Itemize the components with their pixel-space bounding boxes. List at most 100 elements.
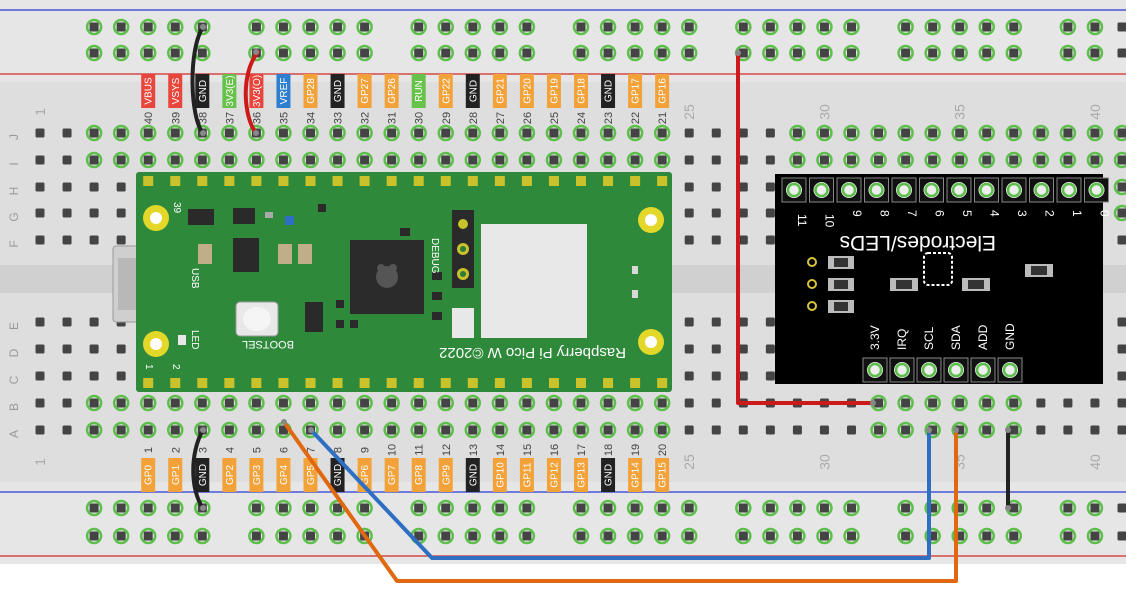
- breadboard-hole: [468, 155, 478, 165]
- breadboard-hole: [901, 155, 911, 165]
- pin-number: 18: [603, 444, 615, 456]
- wifi-module: [481, 224, 587, 338]
- module-header-pin: IRQ: [889, 329, 915, 383]
- breadboard-hole: [684, 182, 694, 192]
- rail-hole: [333, 531, 343, 541]
- pico-pin-label-top: 3V3(E)37: [222, 74, 237, 124]
- breadboard-hole: [765, 128, 775, 138]
- hole-connection-ring: [897, 394, 914, 412]
- pin-number: 31: [387, 112, 399, 124]
- hole-connection-ring: [437, 527, 454, 545]
- rail-hole: [251, 503, 261, 513]
- pin-function-label: GP10: [495, 462, 506, 488]
- rail-hole: [603, 48, 613, 58]
- electrode-number: 5: [960, 210, 974, 217]
- hole-connection-ring: [897, 499, 914, 517]
- hole-connection-ring: [1059, 124, 1077, 142]
- rail-hole: [143, 48, 153, 58]
- breadboard-hole: [495, 155, 505, 165]
- breadboard-hole: [1117, 425, 1126, 435]
- hole-connection-ring: [464, 527, 482, 545]
- module-pin-label: ADD: [976, 324, 990, 350]
- hole-connection-ring: [437, 394, 454, 412]
- breadboard-hole: [1036, 128, 1046, 138]
- pin-number: 5: [251, 447, 263, 453]
- rail-hole: [765, 22, 775, 32]
- rail-hole: [414, 531, 424, 541]
- breadboard-hole: [630, 155, 640, 165]
- hole-connection-ring: [897, 124, 914, 142]
- column-number: 25: [681, 104, 697, 120]
- rail-hole: [251, 22, 261, 32]
- pin-number: 38: [197, 112, 209, 124]
- rail-hole: [819, 531, 829, 541]
- rail-hole: [765, 503, 775, 513]
- pin-number: 22: [630, 112, 642, 124]
- rail-hole: [765, 531, 775, 541]
- hole-connection-ring: [139, 44, 157, 62]
- pin-function-label: GND: [604, 464, 615, 486]
- rail-hole: [982, 503, 992, 513]
- led: [178, 335, 186, 345]
- breadboard-hole: [143, 398, 153, 408]
- electrode-number: 10: [823, 214, 837, 228]
- pin-number: 29: [441, 112, 453, 124]
- hole-connection-ring: [626, 499, 644, 517]
- breadboard-hole: [982, 425, 992, 435]
- hole-connection-ring: [248, 527, 265, 545]
- hole-connection-ring: [680, 527, 698, 545]
- rail-hole: [819, 22, 829, 32]
- hole-connection-ring: [167, 421, 184, 439]
- hole-connection-ring: [1059, 18, 1077, 36]
- hole-connection-ring: [599, 18, 617, 36]
- rail-hole: [170, 22, 180, 32]
- pin-function-label: GP6: [360, 465, 371, 485]
- hole-connection-ring: [897, 421, 914, 439]
- wire-black-gnd-top: [190, 25, 205, 135]
- pin-number: 16: [549, 444, 561, 456]
- pico-mounting-holes: [143, 205, 664, 357]
- breadboard-hole: [711, 398, 721, 408]
- wire-red-3v3-top: [243, 50, 260, 135]
- breadboard-hole: [62, 344, 72, 354]
- breadboard-hole: [35, 344, 45, 354]
- hole-connection-ring: [302, 18, 319, 36]
- hole-connection-ring: [221, 151, 238, 169]
- rail-hole: [333, 22, 343, 32]
- pin-number: 26: [522, 112, 534, 124]
- breadboard-hole: [576, 128, 586, 138]
- pico-header-pins: [143, 176, 668, 388]
- rail-hole: [441, 531, 451, 541]
- hole-connection-ring: [437, 44, 454, 62]
- hole-connection-ring: [1086, 499, 1104, 517]
- debug-pins: [457, 219, 469, 280]
- hole-connection-ring: [194, 499, 211, 517]
- electrode-pin: 7: [891, 177, 919, 217]
- hole-connection-ring: [302, 394, 319, 412]
- hole-connection-ring: [789, 44, 806, 62]
- hole-connection-ring: [1086, 44, 1104, 62]
- pin-function-label: 3V3(O): [252, 75, 263, 107]
- rail-hole: [955, 48, 965, 58]
- rail-hole: [360, 22, 370, 32]
- breadboard-hole: [35, 317, 45, 327]
- hole-connection-ring: [924, 124, 941, 142]
- breadboard-hole: [1063, 398, 1073, 408]
- pin-number: 1: [143, 447, 155, 453]
- breadboard-hole: [576, 398, 586, 408]
- hole-connection-ring: [410, 44, 427, 62]
- hole-connection-ring: [1059, 499, 1077, 517]
- rail-hole: [522, 22, 532, 32]
- rail-hole: [441, 503, 451, 513]
- hole-connection-ring: [329, 18, 346, 36]
- pin-function-label: GP4: [279, 465, 290, 485]
- rail-hole: [306, 531, 315, 541]
- pin-number: 39: [170, 112, 182, 124]
